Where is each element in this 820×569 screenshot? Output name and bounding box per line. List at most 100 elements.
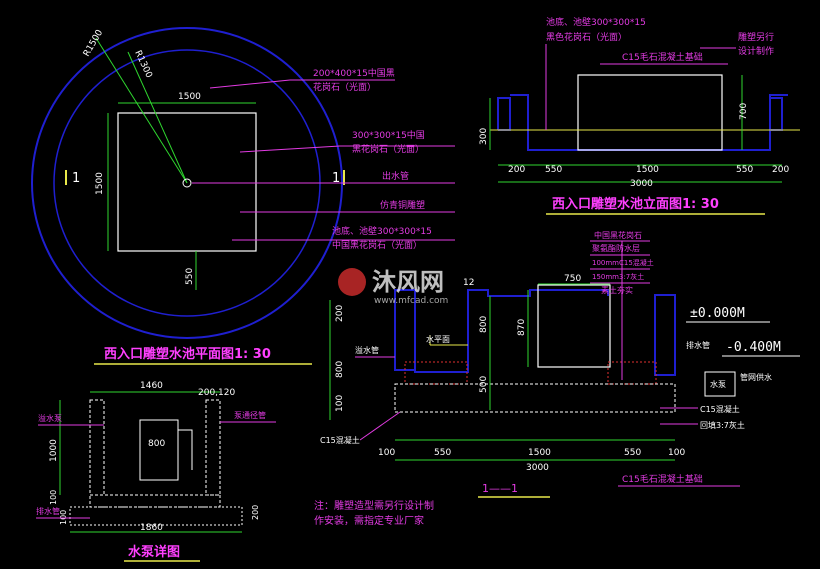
sec-water-level: 水平面 <box>426 334 450 344</box>
elev-right-wall <box>769 97 783 131</box>
pump-unit <box>139 419 179 481</box>
callout-4: 仿青铜雕塑 <box>380 199 425 211</box>
pump-title: 水泵详图 <box>128 544 180 560</box>
callout-5-line1: 池底、池壁300*300*15 <box>332 225 432 237</box>
sec-gravel-left <box>404 361 468 385</box>
elevation-view: 200 550 1500 550 200 3000 300 700 池底、池壁3… <box>479 16 800 215</box>
pump-dim-height: 1000 <box>49 439 59 462</box>
callout-2-line1: 300*300*15中国 <box>352 129 425 141</box>
elev-left-wall <box>497 97 511 131</box>
elev-dim-5: 200 <box>772 165 789 175</box>
sec-mid-dim-2: 500 <box>479 376 489 393</box>
sec-left-dim-2: 800 <box>335 361 345 378</box>
radius-label-2: R1300 <box>132 49 154 80</box>
pump-floor <box>89 494 221 508</box>
pump-dim-side2: 200 <box>251 505 260 520</box>
elev-dim-2: 550 <box>545 165 562 175</box>
sec-sculpture-base <box>537 284 611 368</box>
section-title: 1——1 <box>482 482 518 495</box>
sec-backfill: 回填3:7灰土 <box>700 420 745 430</box>
section-label-right: 1 <box>332 171 340 186</box>
pump-drain-label: 排水管 <box>36 506 60 516</box>
sec-left-dim-3: 100 <box>335 395 345 412</box>
callout-5-line2: 中国黑花岗石（光面） <box>332 239 422 251</box>
note-line1: 注：雕塑造型需另行设计制 <box>314 499 434 512</box>
sec-mid-dim-1: 800 <box>479 316 489 333</box>
elev-dim-1: 200 <box>508 165 525 175</box>
dim-bottom: 550 <box>185 268 195 285</box>
callout-1-line2: 花岗石（光面） <box>313 81 376 93</box>
elev-note-line2: 黑色花岗石（光面） <box>546 31 627 43</box>
sec-overflow: 溢水管 <box>355 345 379 355</box>
general-note: 注：雕塑造型需另行设计制 作安装，需指定专业厂家 <box>314 499 434 527</box>
sec-pump: 水泵 <box>710 379 726 389</box>
plan-title: 西入口雕塑水池平面图1: 30 <box>104 346 271 362</box>
elev-sculpture-base <box>577 74 723 151</box>
elev-dim-right: 700 <box>739 103 749 120</box>
elev-note-line1: 池底、池壁300*300*15 <box>546 16 646 28</box>
sec-right-wall <box>654 294 676 376</box>
sec-dim-b2: 550 <box>434 448 451 458</box>
sec-foundation <box>394 383 676 413</box>
sec-mid-dim-3: 870 <box>517 319 527 336</box>
sec-supply: 管网供水 <box>740 372 772 382</box>
section-label-left: 1 <box>72 171 80 186</box>
elev-dim-3: 1500 <box>636 165 659 175</box>
sec-dim-b4: 550 <box>624 448 641 458</box>
sec-dim-b3: 1500 <box>528 448 551 458</box>
section-view: 水平面 中国黑花岗石 聚氨酯防水层 100mmC15混凝土 150mm3:7灰土… <box>320 230 800 498</box>
elev-dim-total: 3000 <box>630 179 653 189</box>
note-line2: 作安装，需指定专业厂家 <box>314 514 424 527</box>
sec-dim-top-1: 12 <box>463 278 474 288</box>
pump-pipe <box>178 429 193 470</box>
elev-dim-left: 300 <box>479 128 489 145</box>
watermark-logo-icon <box>338 268 366 296</box>
sec-pump-box <box>704 371 736 397</box>
pump-dim-bottom: 1860 <box>140 523 163 533</box>
watermark-url: www.mfcad.com <box>374 296 448 306</box>
elev-note-right1: 雕塑另行 <box>738 31 774 43</box>
pump-dim-side3: 100 <box>59 510 68 525</box>
sec-c15-right: C15混凝土 <box>700 404 740 414</box>
dim-height: 1500 <box>95 172 105 195</box>
pump-right-wall <box>205 399 221 496</box>
plan-view: R1500 R1300 1500 1500 550 1 1 200*400*15… <box>31 27 455 365</box>
pump-foundation <box>69 506 243 526</box>
outlet-pipe-mark <box>182 178 192 188</box>
pump-detail-view: 1460 200,120 800 1000 1860 100 200 100 溢… <box>36 381 276 562</box>
sec-note-2: 聚氨酯防水层 <box>592 243 640 253</box>
pump-dim-side1: 100 <box>49 490 58 505</box>
leader-2 <box>239 145 341 153</box>
granite-square <box>117 112 257 252</box>
elevation-title: 西入口雕塑水池立面图1: 30 <box>552 196 719 212</box>
callout-3: 出水管 <box>382 170 409 182</box>
elev-note-base: C15毛石混凝土基础 <box>622 51 703 63</box>
sec-elev-top: ±0.000M <box>690 306 745 321</box>
sec-dim-b1: 100 <box>378 448 395 458</box>
leader-1 <box>209 79 291 89</box>
sec-dim-b5: 100 <box>668 448 685 458</box>
pump-dim-top-right: 200,120 <box>198 388 235 398</box>
sec-note-5: 素土夯实 <box>601 285 633 295</box>
sec-drain: 排水管 <box>686 340 710 350</box>
sec-elev-bottom: -0.400M <box>726 340 781 355</box>
sec-note-1: 中国黑花岗石 <box>594 230 642 240</box>
sec-c15: C15混凝土 <box>320 435 360 445</box>
elev-dim-4: 550 <box>736 165 753 175</box>
radius-line-1 <box>95 37 188 184</box>
sec-dim-top-2: 750 <box>564 274 581 284</box>
sec-note-3: 100mmC15混凝土 <box>592 258 654 267</box>
callout-2-line2: 黑花岗石（光面） <box>352 143 424 155</box>
sec-base: C15毛石混凝土基础 <box>622 473 703 485</box>
callout-1-line1: 200*400*15中国黑 <box>313 67 395 79</box>
pump-left-wall <box>89 399 105 496</box>
watermark-brand: 沐风网 <box>372 268 444 296</box>
elev-note-right2: 设计制作 <box>738 45 774 57</box>
pump-dim-top: 1460 <box>140 381 163 391</box>
dim-width: 1500 <box>178 92 201 102</box>
sec-left-dim-1: 200 <box>335 305 345 322</box>
pump-pipe-label: 泵通径管 <box>234 410 266 420</box>
pump-dim-inner: 800 <box>148 439 165 449</box>
